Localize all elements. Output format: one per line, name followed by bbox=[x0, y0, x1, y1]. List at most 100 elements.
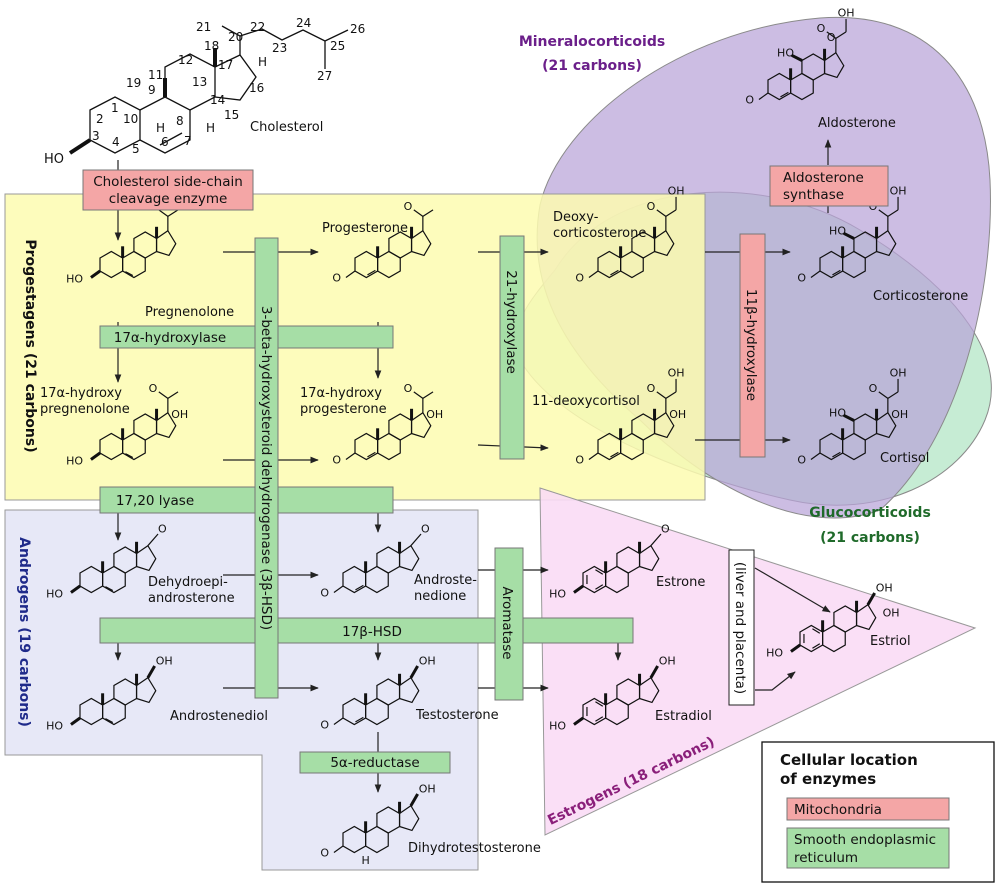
structure-corticosterone bbox=[810, 196, 899, 279]
cholesterol-h-14: H bbox=[206, 121, 215, 135]
atom-19: 19 bbox=[126, 76, 141, 90]
atom-ho3-estriol: HO bbox=[766, 647, 783, 660]
enzyme-scc: Cholesterol side-chain cleavage enzyme bbox=[82, 169, 254, 211]
label-androstenedione-2: nedione bbox=[414, 589, 466, 604]
label-11-deoxycortisol: 11-deoxycortisol bbox=[532, 394, 640, 409]
enzyme-17b-hsd-label: 17β-HSD bbox=[342, 624, 402, 640]
enzyme-3b-hsd-label: 3-beta-hydroxysteroid dehydrogenase (3β-… bbox=[258, 306, 274, 630]
label-corticosterone: Corticosterone bbox=[873, 289, 968, 304]
atom-o-hydroxyprogesterone: O bbox=[404, 382, 413, 395]
atom-o3-hydroxyprogesterone: O bbox=[332, 453, 341, 466]
atom-h5-dht: H bbox=[361, 854, 369, 867]
atom-9: 9 bbox=[148, 83, 156, 97]
enzyme-3b-hsd: 3-beta-hydroxysteroid dehydrogenase (3β-… bbox=[254, 237, 279, 699]
atom-o-deoxycorticosterone: O bbox=[647, 200, 656, 213]
atom-16: 16 bbox=[249, 81, 264, 95]
label-pregnenolone: Pregnenolone bbox=[145, 305, 234, 320]
legend-ser-label-2: reticulum bbox=[794, 850, 858, 866]
androgens-region bbox=[4, 509, 479, 871]
atom-oh17b-androstenediol: OH bbox=[156, 655, 173, 668]
structure-deoxycorticosterone bbox=[588, 196, 677, 279]
enzyme-aldosterone-synthase: Aldosterone synthase bbox=[769, 165, 889, 207]
label-17a-hydroxyprogesterone-1: 17α-hydroxy bbox=[300, 386, 382, 401]
atom-o3-dht: O bbox=[320, 846, 329, 859]
label-estradiol: Estradiol bbox=[655, 709, 712, 724]
label-estrone: Estrone bbox=[656, 575, 705, 590]
label-testosterone: Testosterone bbox=[415, 708, 499, 723]
atom-o3-androstenedione: O bbox=[320, 586, 329, 599]
enzyme-21-hydroxylase-label: 21-hydroxylase bbox=[503, 270, 519, 374]
atom-oh17-hydroxyprogesterone: OH bbox=[426, 408, 443, 421]
enzyme-5a-reductase-label: 5α-reductase bbox=[330, 755, 419, 771]
structure-pregnenolone bbox=[90, 209, 179, 279]
cholesterol-h-17: H bbox=[258, 55, 267, 69]
structure-progesterone bbox=[345, 209, 434, 279]
atom-13: 13 bbox=[192, 75, 207, 89]
structure-hydroxyprogesterone bbox=[345, 391, 434, 461]
enzyme-17-20-lyase-label: 17,20 lyase bbox=[116, 493, 194, 509]
structure-dht bbox=[333, 793, 420, 854]
atom-o3-progesterone: O bbox=[332, 271, 341, 284]
atom-o3-testosterone: O bbox=[320, 718, 329, 731]
estrogens-region bbox=[539, 487, 977, 836]
atom-o3-cortisol: O bbox=[797, 453, 806, 466]
atom-3: 3 bbox=[92, 129, 100, 143]
atom-ho11-cortisol: HO bbox=[829, 407, 846, 420]
enzyme-17b-hsd: 17β-HSD bbox=[99, 617, 634, 644]
atom-4: 4 bbox=[112, 135, 120, 149]
atom-22: 22 bbox=[250, 20, 265, 34]
atom-20: 20 bbox=[228, 30, 243, 44]
structure-hydroxypregnenolone bbox=[90, 391, 179, 461]
enzyme-aldosterone-synthase-line2: synthase bbox=[783, 187, 844, 203]
atom-o-deoxycortisol: O bbox=[647, 382, 656, 395]
atom-18: 18 bbox=[204, 39, 219, 53]
label-17a-hydroxypregnenolone-1: 17α-hydroxy bbox=[40, 386, 122, 401]
cholesterol-name: Cholesterol bbox=[250, 120, 323, 135]
enzyme-aromatase: Aromatase bbox=[494, 547, 524, 701]
atom-oh21-corticosterone: OH bbox=[890, 184, 907, 197]
label-progesterone: Progesterone bbox=[322, 221, 408, 236]
atom-25: 25 bbox=[330, 39, 345, 53]
structure-androstenediol bbox=[70, 665, 157, 726]
legend-mitochondria-swatch bbox=[786, 797, 950, 821]
legend-title-1: Cellular location bbox=[780, 751, 918, 769]
enzyme-liver-placenta-label: (liver and placenta) bbox=[732, 562, 748, 694]
glucocorticoids-carbons: (21 carbons) bbox=[820, 530, 920, 546]
atom-26: 26 bbox=[350, 22, 365, 36]
atom-10: 10 bbox=[123, 112, 138, 126]
atom-oh17-deoxycortisol: OH bbox=[669, 408, 686, 421]
structure-aldosterone bbox=[758, 18, 847, 101]
atom-o-cortisol: O bbox=[869, 382, 878, 395]
enzyme-17a-hydroxylase: 17α-hydroxylase bbox=[99, 325, 394, 349]
enzyme-11b-hydroxylase: 11β-hydroxylase bbox=[739, 233, 766, 458]
atom-o-hydroxypregnenolone: O bbox=[149, 382, 158, 395]
label-17a-hydroxyprogesterone-2: progesterone bbox=[300, 402, 387, 417]
enzyme-scc-line2: cleavage enzyme bbox=[109, 191, 228, 207]
atom-8: 8 bbox=[176, 114, 184, 128]
structure-estriol bbox=[790, 592, 877, 653]
molecule-structures: OHOOOOOHOOOHHOOOOHHOOOOOHHOOOHOOOHOHOOOH… bbox=[46, 6, 908, 867]
enzyme-5a-reductase: 5α-reductase bbox=[299, 751, 451, 774]
atom-ho11-aldosterone: HO bbox=[777, 47, 794, 60]
atom-2: 2 bbox=[96, 112, 104, 126]
structure-estrone bbox=[573, 533, 662, 594]
atom-oh17b-dht: OH bbox=[419, 783, 436, 796]
structure-cortisol bbox=[810, 378, 899, 461]
atom-27: 27 bbox=[317, 69, 332, 83]
enzyme-aromatase-label: Aromatase bbox=[499, 586, 515, 659]
atom-o17-estrone: O bbox=[661, 523, 670, 536]
label-cortisol: Cortisol bbox=[880, 451, 929, 466]
label-dhea-1: Dehydroepi- bbox=[148, 575, 228, 590]
glucocorticoids-label: Glucocorticoids bbox=[809, 505, 931, 521]
label-deoxycorticosterone-2: corticosterone bbox=[553, 226, 646, 241]
enzyme-aldosterone-synthase-line1: Aldosterone bbox=[783, 170, 864, 186]
atom-5: 5 bbox=[132, 142, 140, 156]
atom-ho3-estradiol: HO bbox=[549, 720, 566, 733]
atom-oh17b-testosterone: OH bbox=[419, 655, 436, 668]
atom-o3-aldosterone: O bbox=[745, 93, 754, 106]
atom-ho11-corticosterone: HO bbox=[829, 225, 846, 238]
enzyme-liver-placenta: (liver and placenta) bbox=[728, 549, 755, 706]
mineralocorticoids-label: Mineralocorticoids bbox=[519, 34, 665, 50]
